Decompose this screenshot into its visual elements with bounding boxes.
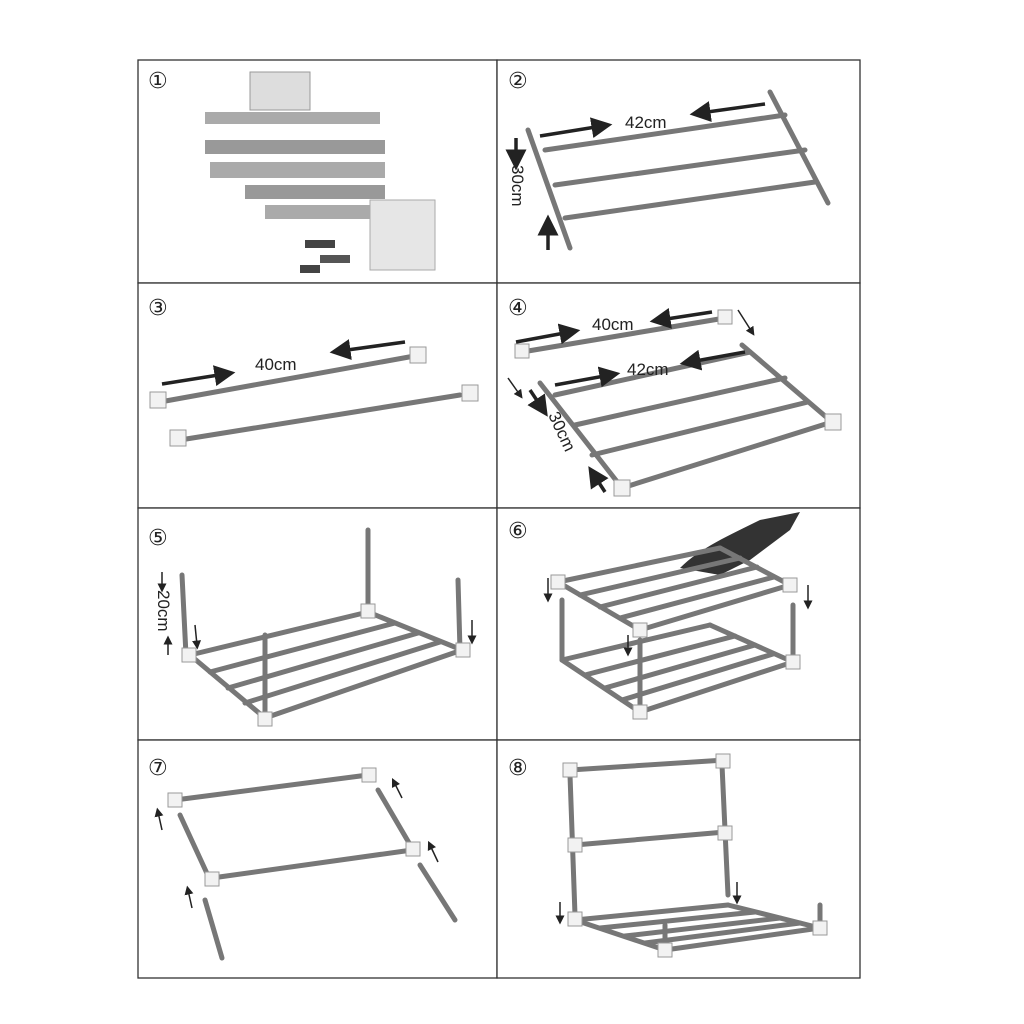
step-number: ⑥ (508, 519, 528, 544)
step-number: ③ (148, 296, 168, 321)
step-4-panel: ④ 40cm 42cm 30cm (507, 296, 842, 497)
step-6-panel: ⑥ (508, 512, 813, 720)
dimension-label: 40cm (255, 355, 297, 374)
step-7-panel: ⑦ (148, 756, 458, 961)
dimension-label: 40cm (592, 315, 634, 334)
parts-bag (249, 71, 311, 111)
step-number: ② (508, 69, 528, 94)
step-8-panel: ⑧ (508, 753, 828, 958)
step-number: ⑤ (148, 526, 168, 551)
step-number: ④ (508, 296, 528, 321)
step-5-panel: ⑤ 20cm (148, 526, 477, 727)
dimension-label: 30cm (508, 165, 527, 207)
hand-image (680, 512, 800, 575)
step-3-panel: ③ 40cm (148, 296, 479, 447)
step-number: ⑧ (508, 756, 528, 781)
step-2-panel: ② 42cm 30cm (505, 69, 831, 251)
rod-bundle (205, 112, 385, 219)
dimension-label: 20cm (154, 590, 173, 632)
dimension-label: 42cm (625, 113, 667, 132)
step-number: ① (148, 69, 168, 94)
step-number: ⑦ (148, 756, 168, 781)
step-1-panel: ① (148, 69, 436, 273)
connector-bag (369, 199, 436, 271)
dimension-label: 42cm (627, 360, 669, 379)
connectors (300, 240, 350, 273)
